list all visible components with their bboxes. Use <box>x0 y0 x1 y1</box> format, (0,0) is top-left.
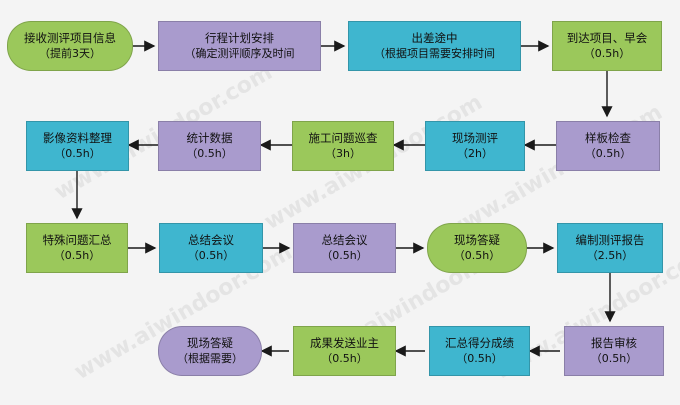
step-title: 编制测评报告 <box>575 233 645 247</box>
step-title: 总结会议 <box>321 233 368 247</box>
step-title: 到达项目、早会 <box>566 31 648 45</box>
step-arrive-morning-meeting: 到达项目、早会 （0.5h） <box>552 21 662 71</box>
step-title: 总结会议 <box>188 233 234 247</box>
step-detail: （0.5h） <box>186 147 233 160</box>
step-travel: 出差途中 （根据项目需要安排时间 <box>348 21 521 71</box>
step-detail: （0.5h） <box>54 147 101 160</box>
step-title: 特殊问题汇总 <box>42 233 112 247</box>
step-summary-meeting-1: 总结会议 （0.5h） <box>159 223 263 273</box>
step-itinerary-planning: 行程计划安排 （确定测评顺序及时间 <box>158 21 321 71</box>
step-title: 现场测评 <box>452 131 498 145</box>
step-detail: （确定测评顺序及时间 <box>184 47 295 60</box>
step-title: 影像资料整理 <box>43 131 112 145</box>
step-summarize-scores: 汇总得分成绩 （0.5h） <box>429 326 530 376</box>
step-detail: （2h） <box>457 147 493 160</box>
step-title: 现场答疑 <box>454 233 500 247</box>
step-title: 统计数据 <box>186 131 233 145</box>
step-construction-inspection: 施工问题巡查 （3h） <box>292 121 394 171</box>
step-title: 成果发送业主 <box>310 336 379 350</box>
step-detail: （3h） <box>325 147 361 160</box>
step-sample-check: 样板检查 （0.5h） <box>556 121 660 171</box>
step-detail: （0.5h） <box>53 249 101 262</box>
step-detail: （0.5h） <box>584 147 632 160</box>
step-detail: （0.5h） <box>590 352 638 365</box>
step-report-review: 报告审核 （0.5h） <box>564 326 664 376</box>
step-compile-report: 编制测评报告 （2.5h） <box>557 223 663 273</box>
step-detail: （0.5h） <box>453 249 501 262</box>
step-title: 现场答疑 <box>187 336 233 350</box>
step-detail: （0.5h） <box>321 249 368 262</box>
step-title: 报告审核 <box>591 336 637 350</box>
step-onsite-evaluation: 现场测评 （2h） <box>425 121 525 171</box>
step-title: 汇总得分成绩 <box>445 336 514 350</box>
step-onsite-qa-as-needed: 现场答疑 （根据需要） <box>158 326 262 376</box>
step-summary-meeting-2: 总结会议 （0.5h） <box>293 223 396 273</box>
step-detail: （0.5h） <box>187 249 235 262</box>
step-detail: （2.5h） <box>586 249 634 262</box>
step-title: 样板检查 <box>585 131 631 145</box>
step-title: 行程计划安排 <box>205 31 274 45</box>
step-title: 接收测评项目信息 <box>24 31 116 45</box>
step-receive-project-info: 接收测评项目信息 （提前3天） <box>7 21 133 71</box>
step-detail: （0.5h） <box>456 352 503 365</box>
step-detail: （提前3天） <box>39 47 101 60</box>
step-special-issues-summary: 特殊问题汇总 （0.5h） <box>26 223 128 273</box>
step-detail: （0.5h） <box>583 47 631 60</box>
step-title: 施工问题巡查 <box>308 131 378 145</box>
step-statistics: 统计数据 （0.5h） <box>158 121 261 171</box>
step-send-results-to-owner: 成果发送业主 （0.5h） <box>293 326 396 376</box>
step-onsite-qa: 现场答疑 （0.5h） <box>427 223 527 273</box>
step-title: 出差途中 <box>411 31 458 45</box>
step-detail: （根据需要） <box>177 352 243 365</box>
step-detail: （0.5h） <box>321 352 368 365</box>
step-detail: （根据项目需要安排时间 <box>374 47 495 60</box>
step-image-organization: 影像资料整理 （0.5h） <box>26 121 129 171</box>
